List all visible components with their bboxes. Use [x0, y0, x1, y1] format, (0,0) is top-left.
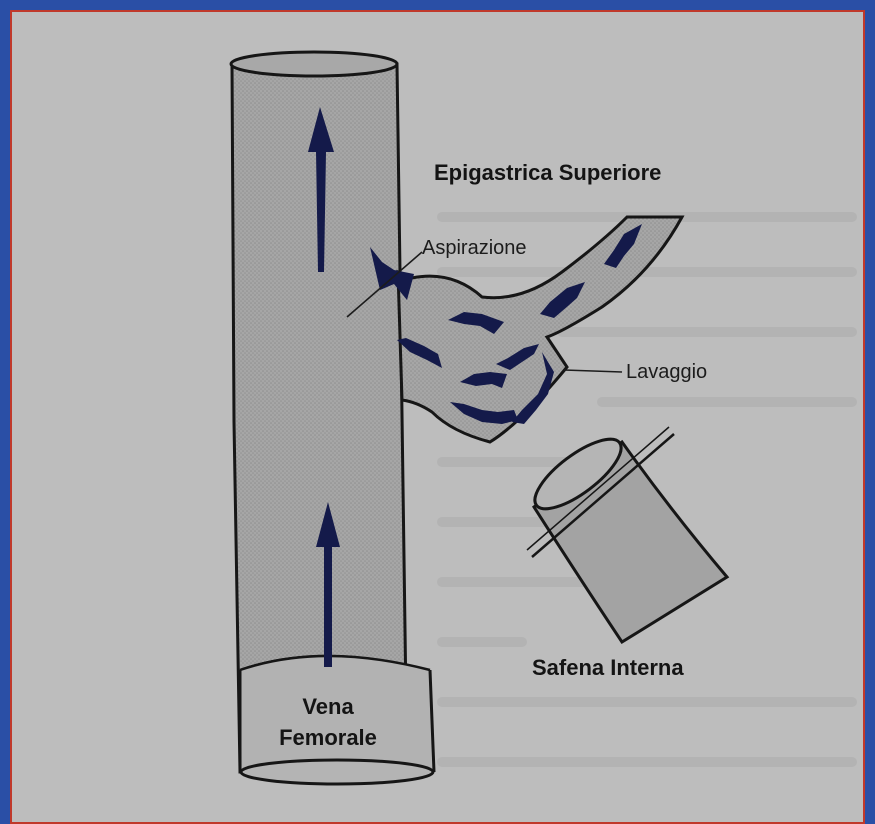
label-femorale: Femorale [279, 725, 377, 750]
diagram-frame: Epigastrica Superiore Aspirazione Lavagg… [10, 10, 865, 824]
label-epigastrica: Epigastrica Superiore [434, 160, 661, 185]
vein-diagram: Epigastrica Superiore Aspirazione Lavagg… [12, 12, 863, 822]
label-lavaggio: Lavaggio [626, 361, 707, 383]
femoral-vein [231, 52, 434, 784]
label-safena: Safena Interna [532, 655, 684, 680]
label-aspirazione: Aspirazione [422, 237, 527, 259]
label-vena: Vena [302, 694, 354, 719]
